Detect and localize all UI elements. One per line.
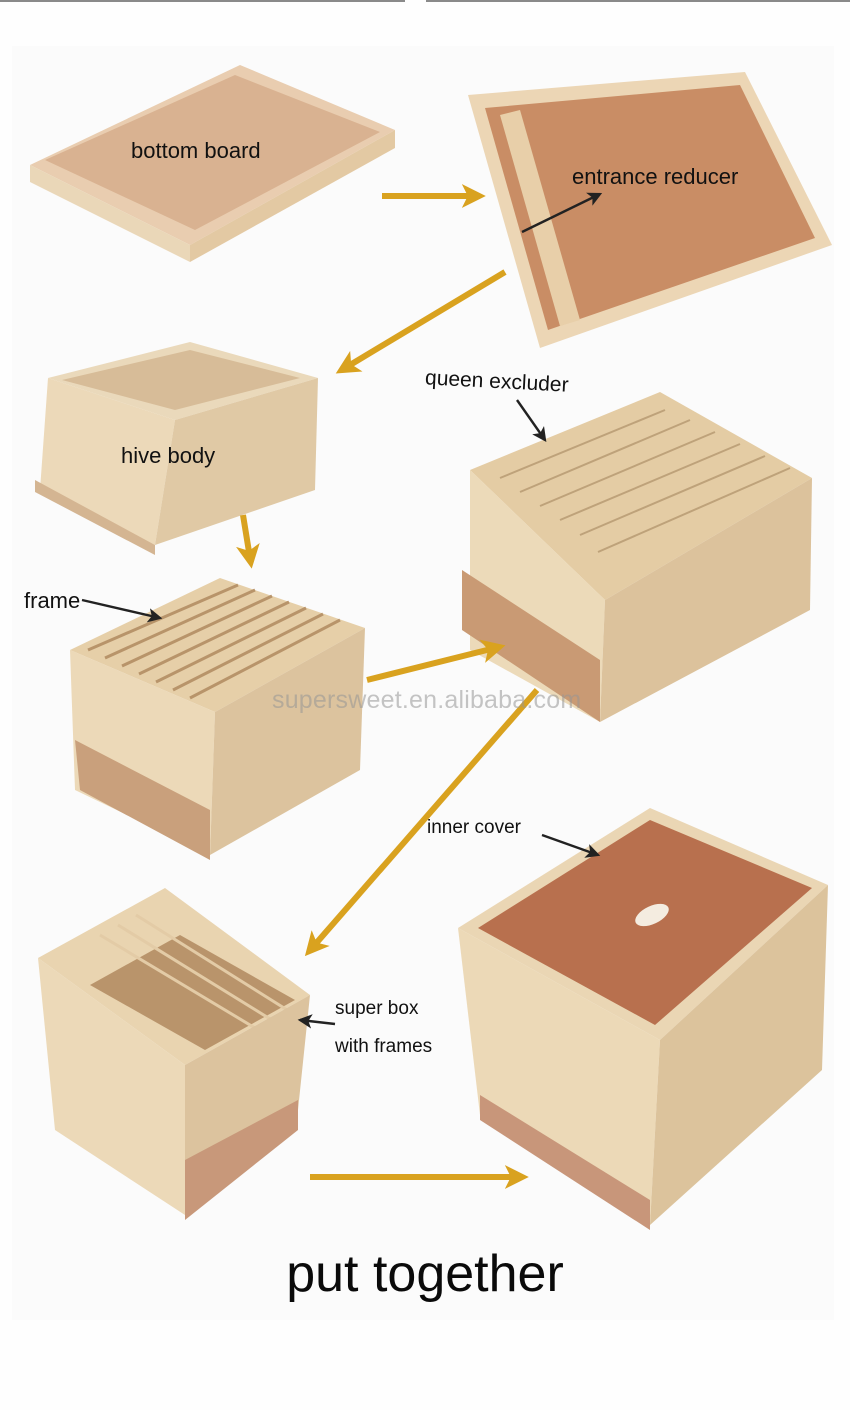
hive-body-image xyxy=(35,342,318,555)
label-pointers xyxy=(81,192,603,1029)
queen-excluder-box-image xyxy=(462,392,812,722)
frame-box-image xyxy=(70,578,365,860)
label-hive-body: hive body xyxy=(121,443,216,468)
bottom-board-image xyxy=(30,65,395,262)
flow-arrows xyxy=(236,184,540,1189)
label-inner-cover: inner cover xyxy=(427,817,521,838)
entrance-reducer-image xyxy=(468,72,832,348)
label-super-box-line1: super box xyxy=(335,998,419,1019)
label-super-box-line2: with frames xyxy=(335,1036,433,1057)
top-border-left xyxy=(0,0,405,2)
diagram-title: put together xyxy=(286,1245,564,1303)
label-bottom-board: bottom board xyxy=(131,138,261,163)
watermark: supersweet.en.alibaba.com xyxy=(272,686,582,714)
label-frame: frame xyxy=(24,588,81,613)
inner-cover-hive-image xyxy=(458,808,828,1230)
label-entrance-reducer: entrance reducer xyxy=(572,164,739,189)
super-box-image xyxy=(38,888,310,1220)
top-border-right xyxy=(426,0,850,2)
